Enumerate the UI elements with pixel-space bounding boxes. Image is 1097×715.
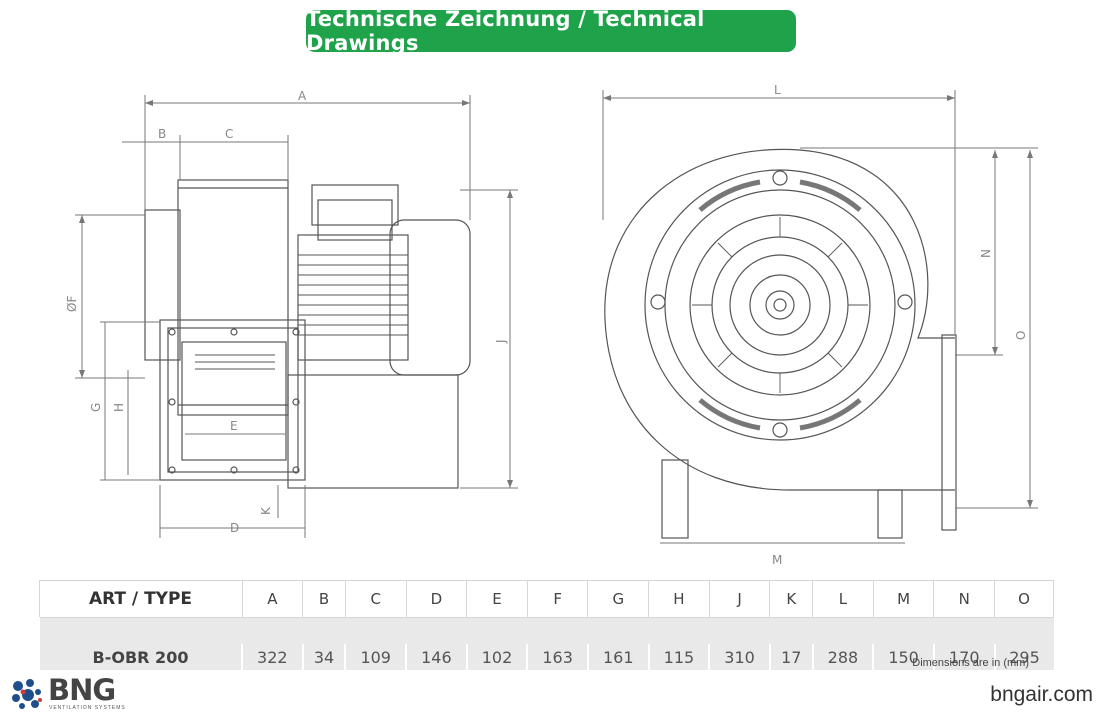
- table-header-cell: O: [994, 580, 1054, 618]
- table-cell: 288: [811, 644, 874, 670]
- table-header-cell: J: [708, 580, 771, 618]
- dim-label-f: ØF: [65, 296, 79, 312]
- dim-label-j: J: [494, 339, 508, 344]
- brand-tagline: VENTILATION SYSTEMS: [49, 705, 126, 711]
- table-header-cell: E: [466, 580, 528, 618]
- brand-logo-icon: [12, 679, 42, 709]
- dim-label-e: E: [230, 419, 238, 433]
- table-header-cell: M: [872, 580, 935, 618]
- table-header-cell: N: [933, 580, 996, 618]
- table-cell: 163: [526, 644, 588, 670]
- table-cell: 310: [708, 644, 770, 670]
- table-cell: 17: [768, 644, 813, 670]
- spec-table: ART / TYPE A B C D E F G H J K L M N O B…: [38, 580, 1054, 670]
- dim-label-n: N: [979, 249, 993, 258]
- dim-label-a: A: [298, 89, 307, 103]
- table-header-cell: L: [812, 580, 874, 618]
- dim-label-l: L: [774, 83, 781, 97]
- table-cell: 102: [465, 644, 528, 670]
- dim-label-b: B: [158, 127, 166, 141]
- page-title: Technische Zeichnung / Technical Drawing…: [306, 7, 796, 55]
- table-header-cell: F: [526, 580, 589, 618]
- table-row: B-OBR 200 322 34 109 146 102 163 161 115…: [38, 644, 1054, 670]
- dim-label-c: C: [225, 127, 233, 141]
- table-cell: 115: [647, 644, 710, 670]
- table-cell: 150: [872, 644, 934, 670]
- table-header-cell: C: [344, 580, 407, 618]
- table-cell: 295: [993, 644, 1054, 670]
- dim-label-g: G: [89, 403, 103, 412]
- dim-label-o: O: [1014, 331, 1028, 340]
- brand-name: BNG: [48, 673, 116, 707]
- dim-label-k: K: [259, 506, 273, 515]
- table-header-cell: B: [302, 580, 346, 618]
- table-cell: 34: [301, 644, 346, 670]
- table-header-cell: A: [241, 580, 304, 618]
- table-cell: 146: [405, 644, 467, 670]
- dim-label-h: H: [112, 403, 126, 412]
- table-header-cell: ART / TYPE: [38, 580, 243, 618]
- table-cell: 161: [586, 644, 649, 670]
- table-cell: 109: [344, 644, 407, 670]
- dimensions-note: Dimensions are in (mm): [912, 657, 1029, 669]
- table-cell: 322: [241, 644, 303, 670]
- technical-drawing: A B C ØF G H J E D K L N O M: [65, 83, 1038, 567]
- dim-label-d: D: [230, 521, 239, 535]
- table-header-cell: K: [769, 580, 814, 618]
- table-header-cell: H: [648, 580, 710, 618]
- table-header-row: ART / TYPE A B C D E F G H J K L M N O: [38, 580, 1054, 618]
- table-cell: B-OBR 200: [38, 644, 242, 670]
- table-cell: 170: [932, 644, 995, 670]
- dim-label-m: M: [772, 553, 782, 567]
- table-header-cell: D: [405, 580, 468, 618]
- table-header-cell: G: [587, 580, 650, 618]
- website-link[interactable]: bngair.com: [990, 683, 1093, 706]
